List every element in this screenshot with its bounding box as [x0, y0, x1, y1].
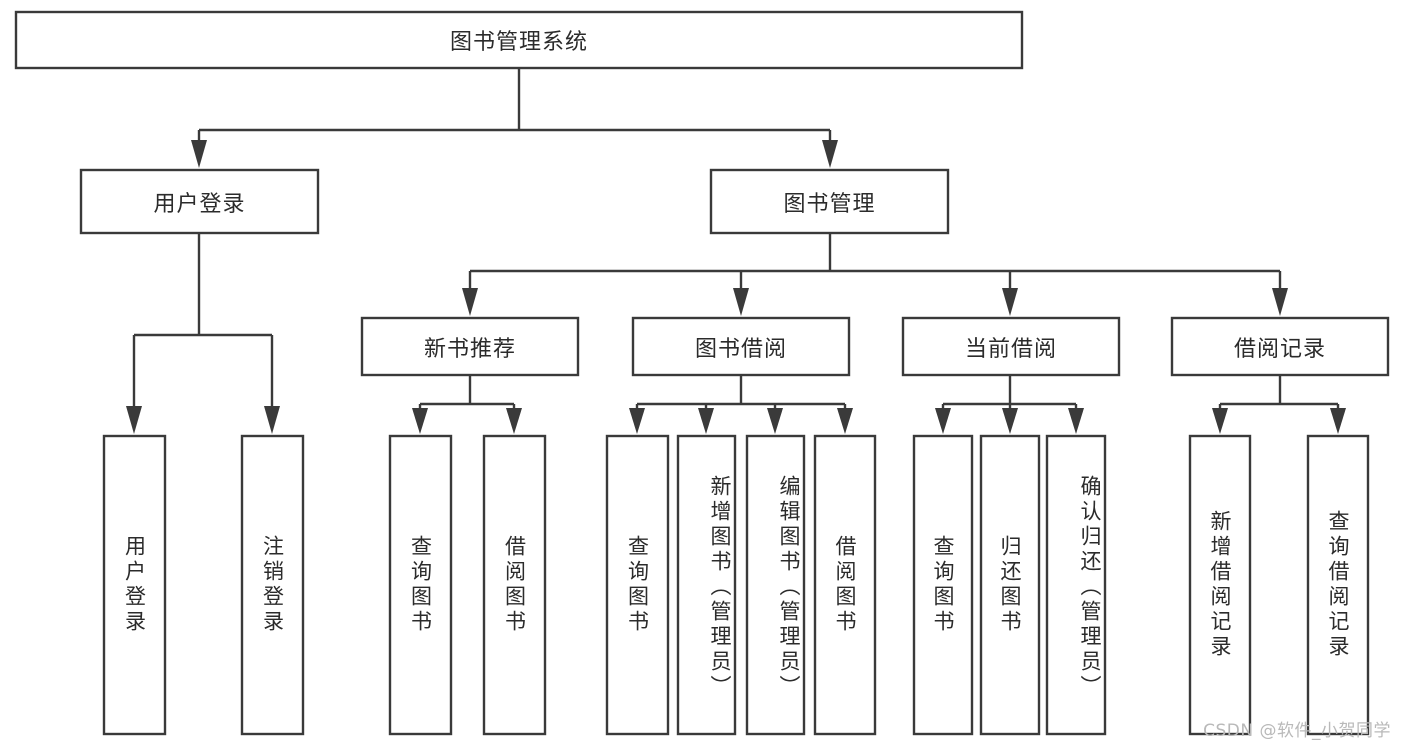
- arrow-icon-leaf-add-record: [1212, 408, 1228, 434]
- csdn-watermark: CSDN @软件_小贺同学: [1203, 721, 1391, 741]
- arrow-icon-leaf-query-book-3: [935, 408, 951, 434]
- arrow-icon-leaf-query-record: [1330, 408, 1346, 434]
- connector-group-book-borrow: [629, 375, 853, 434]
- arrow-icon-leaf-query-book-2: [629, 408, 645, 434]
- node-box-root[interactable]: [14, 10, 1024, 70]
- node-box-book-borrow[interactable]: [631, 316, 851, 377]
- leaf-box-edit-book[interactable]: [745, 434, 806, 736]
- node-box-book-manage[interactable]: [709, 168, 950, 235]
- arrow-icon-to-user-login: [191, 140, 207, 168]
- leaf-box-add-book[interactable]: [676, 434, 737, 736]
- arrow-icon-leaf-confirm-return: [1068, 408, 1084, 434]
- node-box-current-borrow[interactable]: [901, 316, 1121, 377]
- leaf-box-return-book[interactable]: [979, 434, 1041, 736]
- leaf-box-confirm-return[interactable]: [1045, 434, 1107, 736]
- connector-group-book-manage: [462, 233, 1288, 316]
- arrow-icon-leaf-return-book: [1002, 408, 1018, 434]
- connector-group-root: [191, 68, 838, 168]
- arrow-icon-leaf-user-login: [126, 406, 142, 434]
- leaf-box-add-record[interactable]: [1188, 434, 1252, 736]
- node-box-user-login[interactable]: [79, 168, 320, 235]
- connector-group-new-book-rec: [412, 375, 522, 434]
- arrow-icon-leaf-edit-book: [767, 408, 783, 434]
- arrow-icon-leaf-borrow-book-2: [837, 408, 853, 434]
- connector-group-borrow-record: [1212, 375, 1346, 434]
- arrow-icon-to-new-book-rec: [462, 288, 478, 316]
- arrow-icon-to-book-manage: [822, 140, 838, 168]
- leaf-box-borrow-book-1[interactable]: [482, 434, 547, 736]
- leaf-box-query-book-2[interactable]: [605, 434, 670, 736]
- arrow-icon-to-borrow-record: [1272, 288, 1288, 316]
- leaf-box-user-login[interactable]: [102, 434, 167, 736]
- leaf-box-borrow-book-2[interactable]: [813, 434, 877, 736]
- arrow-icon-leaf-logout: [264, 406, 280, 434]
- arrow-icon-to-book-borrow: [733, 288, 749, 316]
- arrow-icon-leaf-add-book: [698, 408, 714, 434]
- connector-group-current-borrow: [935, 375, 1084, 434]
- node-box-new-book-rec[interactable]: [360, 316, 580, 377]
- arrow-icon-leaf-query-book-1: [412, 408, 428, 434]
- arrow-icon-leaf-borrow-book-1: [506, 408, 522, 434]
- leaf-box-logout[interactable]: [240, 434, 305, 736]
- node-box-borrow-record[interactable]: [1170, 316, 1390, 377]
- leaf-box-query-book-1[interactable]: [388, 434, 453, 736]
- leaf-box-query-record[interactable]: [1306, 434, 1370, 736]
- leaf-box-query-book-3[interactable]: [912, 434, 974, 736]
- arrow-icon-to-current-borrow: [1002, 288, 1018, 316]
- connector-group-user-login: [126, 233, 280, 434]
